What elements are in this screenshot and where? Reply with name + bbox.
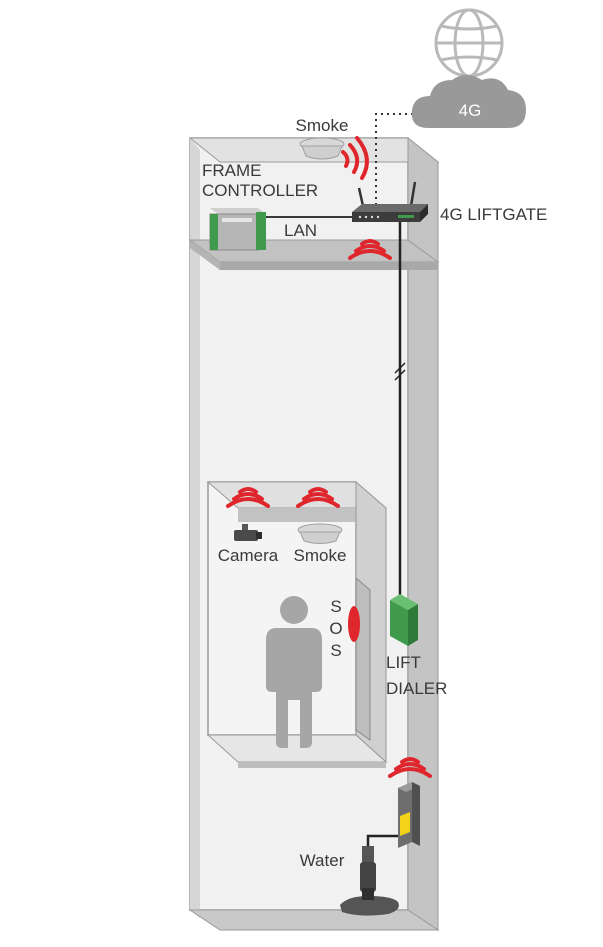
smoke-car-label: Smoke [294, 546, 347, 565]
wifi-signal-icon [296, 487, 340, 508]
lift-dialer-label-line2: DIALER [386, 679, 447, 698]
frame-controller-right-strip [256, 212, 266, 250]
sos-button-icon [348, 606, 360, 642]
sos-panel: S O S [329, 576, 371, 741]
cloud-label: 4G [459, 101, 482, 120]
car-ceiling-front [238, 508, 386, 522]
lift-dialer: LIFT DIALER [386, 594, 447, 698]
water-sensor-signal [388, 757, 432, 778]
lift-dialer-label-line1: LIFT [386, 653, 421, 672]
liftgate-router: 4G LIFTGATE [348, 181, 547, 260]
cloud-icon: 4G [411, 75, 526, 128]
camera-label: Camera [218, 546, 279, 565]
camera-icon [234, 524, 262, 541]
machine-room-shelf-front [220, 262, 438, 270]
smoke-detector-icon [297, 523, 343, 544]
car-signals [226, 487, 340, 508]
sos-letter-o: O [329, 619, 342, 638]
frame-controller-panel [222, 218, 252, 222]
lan-label: LAN [284, 221, 317, 240]
camera: Camera [218, 524, 279, 565]
frame-controller-left-strip [210, 214, 218, 250]
frame-controller-label-line1: FRAME [202, 161, 262, 180]
dotted-4g-link [375, 113, 418, 205]
lift-dialer-front [390, 600, 408, 646]
wifi-signal-icon [348, 239, 392, 260]
connections [264, 113, 418, 848]
water-label: Water [300, 851, 345, 870]
shaft-left-wall [190, 138, 200, 918]
globe-icon [434, 8, 504, 78]
frame-controller-label-line2: CONTROLLER [202, 181, 318, 200]
car-floor [206, 734, 388, 763]
sos-letter-s1: S [330, 597, 341, 616]
liftgate-label: 4G LIFTGATE [440, 205, 547, 224]
shaft-floor [188, 909, 440, 931]
sos-panel-plate [355, 576, 371, 741]
sos-letter-s2: S [330, 641, 341, 660]
router-icon [352, 181, 428, 222]
water-probe [340, 846, 399, 916]
cable-break-mark-2 [394, 369, 406, 381]
smoke-detector-top: Smoke [296, 116, 369, 180]
wifi-signal-icon [388, 757, 432, 778]
smoke-top-label: Smoke [296, 116, 349, 135]
frame-controller: FRAME CONTROLLER [202, 161, 318, 251]
machine-room-shelf-left [190, 240, 220, 270]
water-sensor-icon [398, 782, 420, 848]
wifi-signal-icon [341, 136, 369, 180]
smoke-detector-icon [299, 137, 345, 160]
water-sensor-cable [366, 834, 404, 848]
lift-dialer-side [408, 604, 418, 646]
wifi-signal-icon [226, 487, 270, 508]
cable-break-mark-1 [394, 362, 406, 374]
person-icon [266, 596, 322, 748]
smoke-detector-car: Smoke [294, 523, 347, 565]
lift-dialer-top [390, 594, 418, 610]
car-floor-front [238, 762, 386, 768]
frame-controller-box-top [210, 208, 266, 214]
